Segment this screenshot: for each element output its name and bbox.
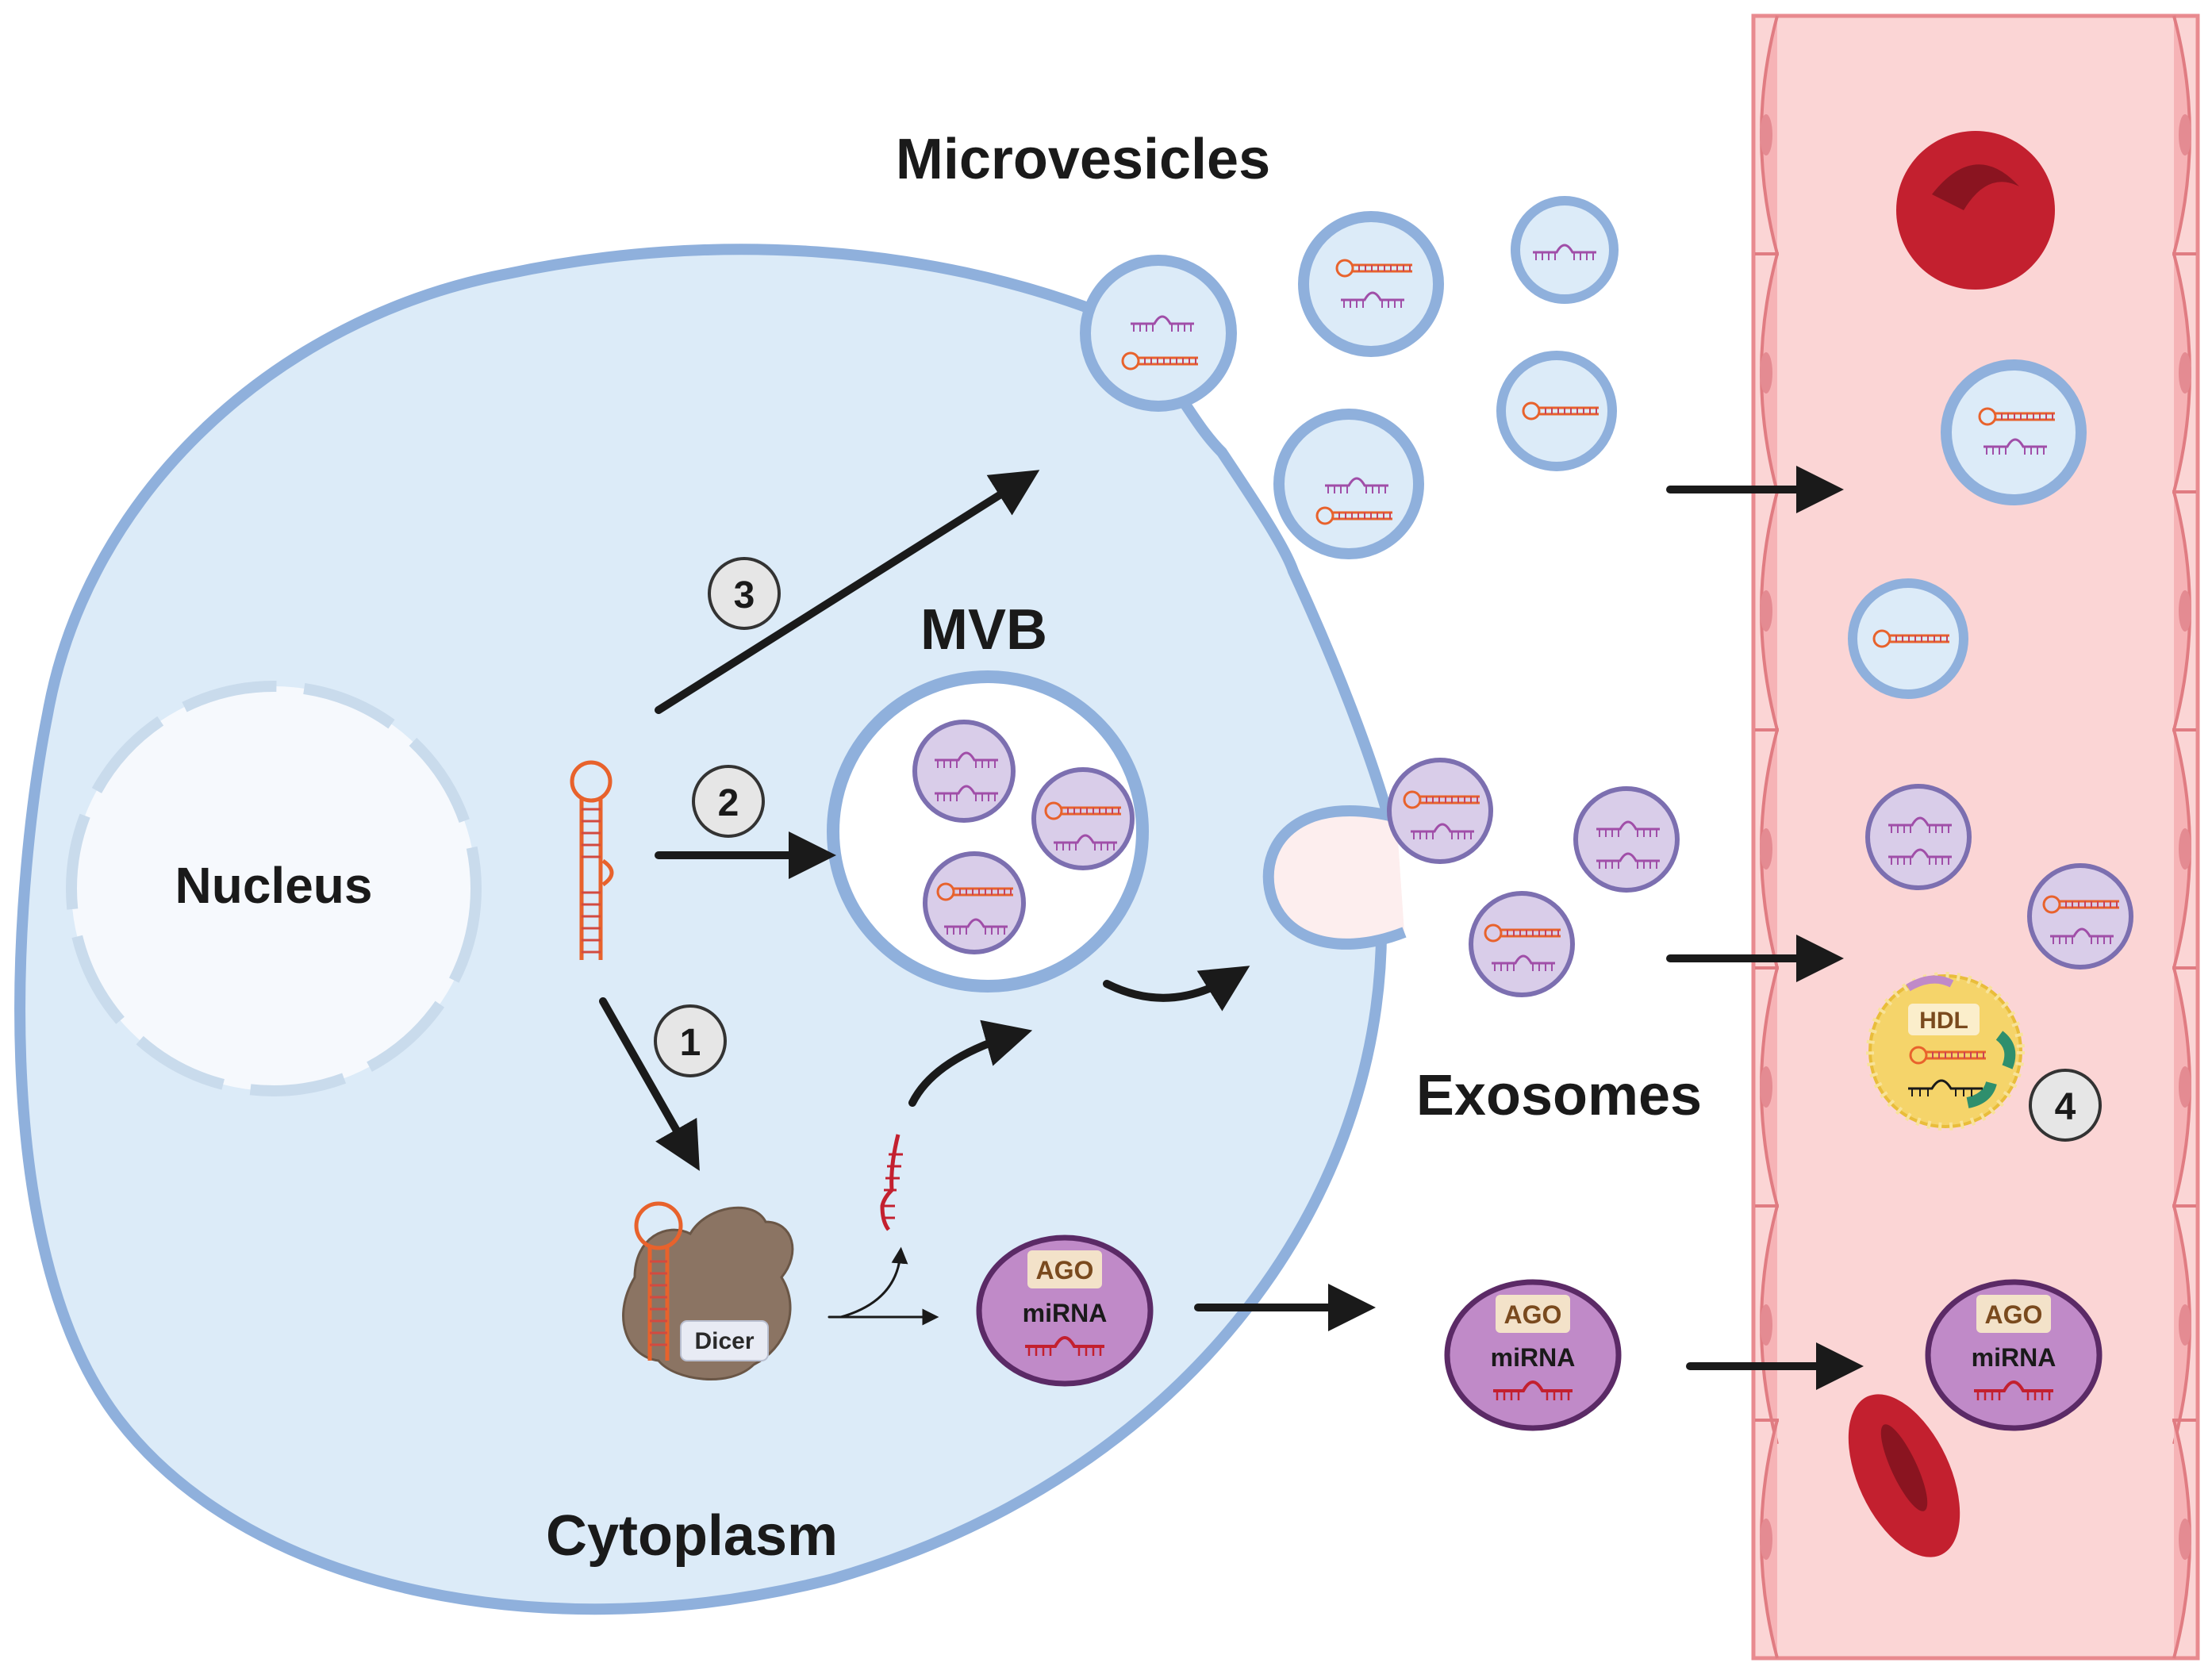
budding-microvesicle-1	[1080, 255, 1237, 412]
cell: Nucleus MVB	[14, 244, 1424, 1615]
svg-text:4: 4	[2055, 1086, 2076, 1128]
mirna-label: miRNA	[1491, 1343, 1576, 1372]
ago-mirna-complex-vessel: AGO miRNA	[1925, 1279, 2103, 1431]
nucleus-label: Nucleus	[175, 857, 373, 914]
ago-label: AGO	[1504, 1300, 1562, 1329]
exosome-3	[1469, 891, 1575, 997]
ago-mirna-complex-cell: AGO miRNA	[976, 1235, 1154, 1387]
svg-text:2: 2	[718, 782, 739, 824]
svg-text:1: 1	[680, 1022, 701, 1064]
exosome-5	[2027, 863, 2133, 970]
mirna-label: miRNA	[1023, 1299, 1108, 1327]
endothelial-wall-right	[2172, 14, 2196, 1660]
mvb: MVB	[827, 598, 1149, 993]
intraluminal-vesicle-3	[923, 851, 1026, 954]
arrow-pathway-1	[599, 997, 700, 1171]
mirna-label: miRNA	[1972, 1343, 2056, 1372]
mirna-strand-free	[880, 1134, 903, 1231]
hdl-label: HDL	[1919, 1008, 1968, 1034]
arrows	[599, 466, 1864, 1390]
step-badge-4: 4	[2029, 1069, 2102, 1142]
step-badge-2: 2	[692, 765, 765, 838]
microvesicle-1	[1298, 211, 1444, 357]
microvesicle-3	[1496, 351, 1617, 471]
released-microvesicles	[1298, 196, 2087, 699]
exosome-4	[1865, 784, 1972, 890]
step-badge-1: 1	[654, 1004, 727, 1077]
mvb-label: MVB	[920, 598, 1047, 662]
budding-microvesicle-2	[1273, 409, 1424, 559]
microvesicle-5	[1848, 578, 1968, 699]
svg-text:3: 3	[734, 574, 755, 616]
arrow-dicer-branch-up	[839, 1246, 908, 1319]
exosomes-label: Exosomes	[1416, 1064, 1702, 1127]
nucleus: Nucleus	[66, 681, 482, 1096]
cytoplasm-label: Cytoplasm	[546, 1504, 838, 1568]
hdl-particle: HDL	[1866, 972, 2025, 1131]
exosome-2	[1573, 786, 1680, 893]
arrow-mirna-to-mvb	[908, 1019, 1033, 1107]
red-blood-cell-bottom	[1848, 1394, 1960, 1557]
intraluminal-vesicle-2	[1031, 767, 1135, 870]
exosome-1	[1387, 758, 1493, 864]
ago-label: AGO	[1036, 1256, 1094, 1284]
pre-mirna-hairpin	[570, 760, 614, 960]
intraluminal-vesicle-1	[912, 720, 1016, 823]
step-badge-3: 3	[708, 557, 781, 630]
released-exosomes	[1387, 758, 2133, 997]
exocytosis-pocket	[1262, 805, 1407, 950]
dicer-complex: Dicer	[622, 1201, 794, 1380]
red-blood-cell-top	[1896, 131, 2055, 290]
microvesicles-label: Microvesicles	[896, 128, 1270, 191]
ago-label: AGO	[1985, 1300, 2043, 1329]
ago-mirna-complex-extracellular: AGO miRNA	[1444, 1279, 1622, 1431]
microvesicle-4	[1941, 359, 2087, 505]
dicer-label: Dicer	[694, 1328, 754, 1354]
arrow-mvb-to-membrane	[1103, 966, 1250, 1012]
microvesicle-2	[1511, 196, 1619, 304]
arrow-pathway-3	[655, 470, 1040, 714]
